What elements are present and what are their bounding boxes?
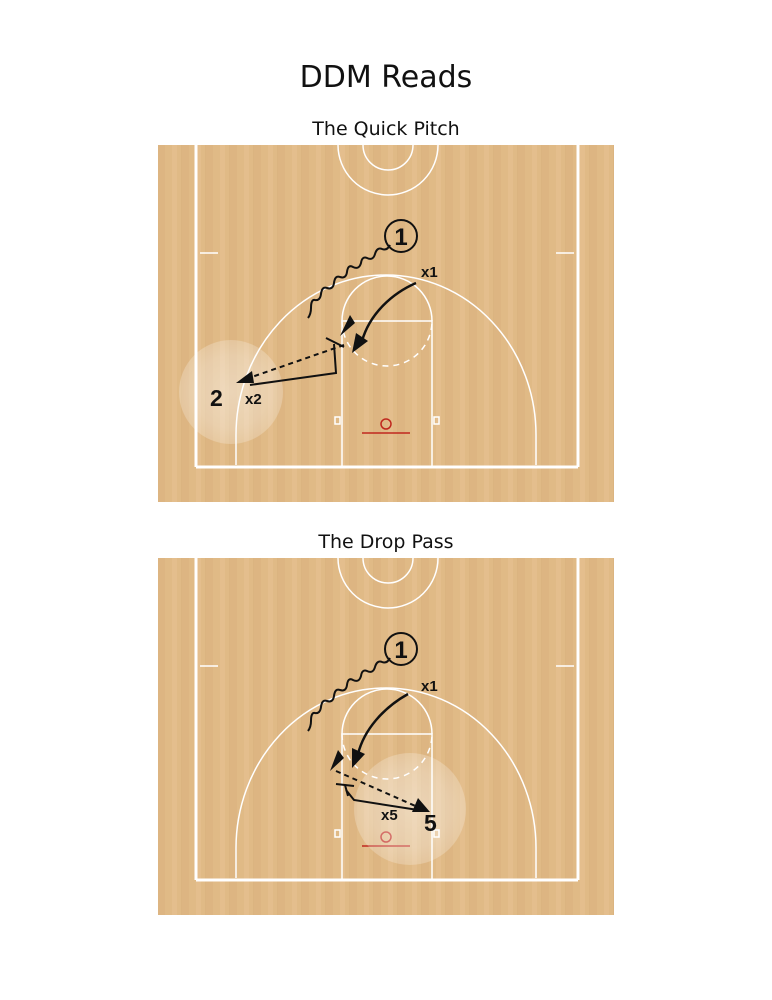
pass-arrowhead	[412, 798, 430, 812]
dribble-path	[307, 657, 391, 732]
pass-arrowhead	[236, 371, 254, 383]
court-markings	[200, 145, 574, 468]
dribble-arrowhead	[330, 750, 344, 771]
defender-x1-arrowhead	[352, 748, 365, 768]
cut-path	[249, 343, 338, 386]
player-1: 1	[384, 219, 418, 253]
court-floor	[158, 145, 614, 502]
player-2-label: 2	[210, 385, 223, 411]
page-title: DDM Reads	[299, 60, 473, 95]
screen-mark-stem	[344, 784, 349, 797]
defender-x5-label: x5	[381, 807, 398, 824]
player-1: 1	[384, 632, 418, 666]
defender-x1-label: x1	[421, 264, 438, 281]
defender-x1-arrowhead	[352, 333, 368, 353]
diagram-1-subtitle: The Quick Pitch	[312, 118, 460, 140]
roll-path	[345, 789, 419, 811]
court-diagram-quick-pitch: 1 x1 2 x2	[158, 145, 614, 502]
diagram-2-subtitle: The Drop Pass	[318, 531, 454, 553]
player-1-label: 1	[394, 637, 407, 664]
court-diagram-drop-pass: 1 x1 5 x5	[158, 558, 614, 915]
dribble-path	[307, 244, 391, 319]
player-5-label: 5	[424, 810, 437, 836]
defender-x1-path	[360, 281, 417, 342]
screen-mark	[325, 337, 345, 348]
basket	[362, 418, 410, 434]
player-1-label: 1	[394, 224, 407, 251]
dribble-arrowhead	[340, 315, 355, 336]
highlight-circle	[179, 340, 283, 444]
court-floor	[158, 558, 614, 915]
defender-x1-label: x1	[421, 678, 438, 695]
defender-x1-path	[356, 692, 409, 755]
defender-x2-label: x2	[245, 391, 262, 408]
pass-line	[335, 770, 421, 809]
